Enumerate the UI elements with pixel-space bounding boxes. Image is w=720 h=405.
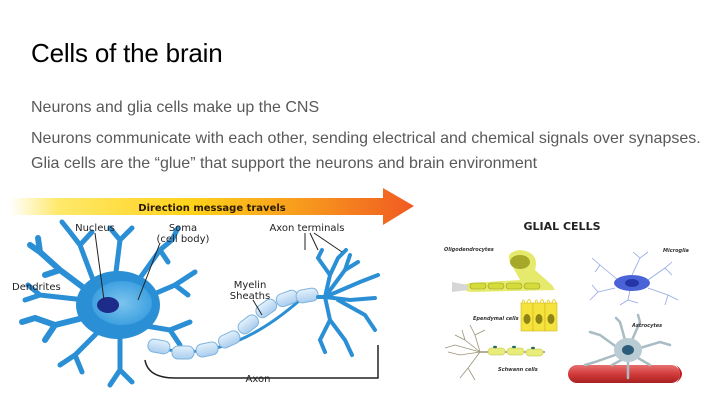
label-ependymal: Ependymal cells <box>473 316 519 322</box>
schwann-cells: Schwann cells <box>444 324 545 381</box>
label-axon-terminals: Axon terminals <box>269 223 344 234</box>
paragraph-cns: Neurons and glia cells make up the CNS <box>31 99 320 116</box>
label-dendrites: Dendrites <box>12 282 61 293</box>
glial-title: GLIAL CELLS <box>523 220 600 233</box>
ependymal-cells: Ependymal cells <box>473 299 558 332</box>
label-nucleus: Nucleus <box>75 223 115 234</box>
myelin-sheaths <box>147 287 319 360</box>
glial-cells-illustration: GLIAL CELLS Oligodendrocytes <box>444 220 690 383</box>
arrow-shape <box>10 188 414 225</box>
label-cell-body: (cell body) <box>157 234 210 245</box>
leader-lines <box>94 232 343 316</box>
neuron-illustration: Nucleus Soma (cell body) Axon terminals … <box>12 219 380 388</box>
arrow-label: Direction message travels <box>138 203 286 214</box>
microglia: Microglia <box>589 248 690 306</box>
axon-terminals <box>315 248 380 357</box>
direction-arrow: Direction message travels <box>10 188 414 225</box>
label-oligodendrocytes: Oligodendrocytes <box>444 247 494 253</box>
label-schwann: Schwann cells <box>498 367 538 373</box>
label-axon: Axon <box>246 374 271 385</box>
astrocyte: Astrocytes <box>568 313 682 383</box>
blood-vessel <box>568 365 680 383</box>
soma <box>92 281 152 325</box>
label-soma: Soma <box>169 223 197 234</box>
label-sheaths: Sheaths <box>230 291 270 302</box>
label-microglia: Microglia <box>663 248 690 254</box>
paragraph-communication: Neurons communicate with each other, sen… <box>31 130 701 172</box>
label-myelin: Myelin <box>234 280 267 291</box>
label-astrocytes: Astrocytes <box>631 323 662 329</box>
slide-title: Cells of the brain <box>31 38 223 68</box>
axon-bracket <box>144 345 379 379</box>
nucleus <box>97 297 119 313</box>
oligodendrocyte: Oligodendrocytes <box>444 247 555 292</box>
dendrites <box>19 219 198 388</box>
